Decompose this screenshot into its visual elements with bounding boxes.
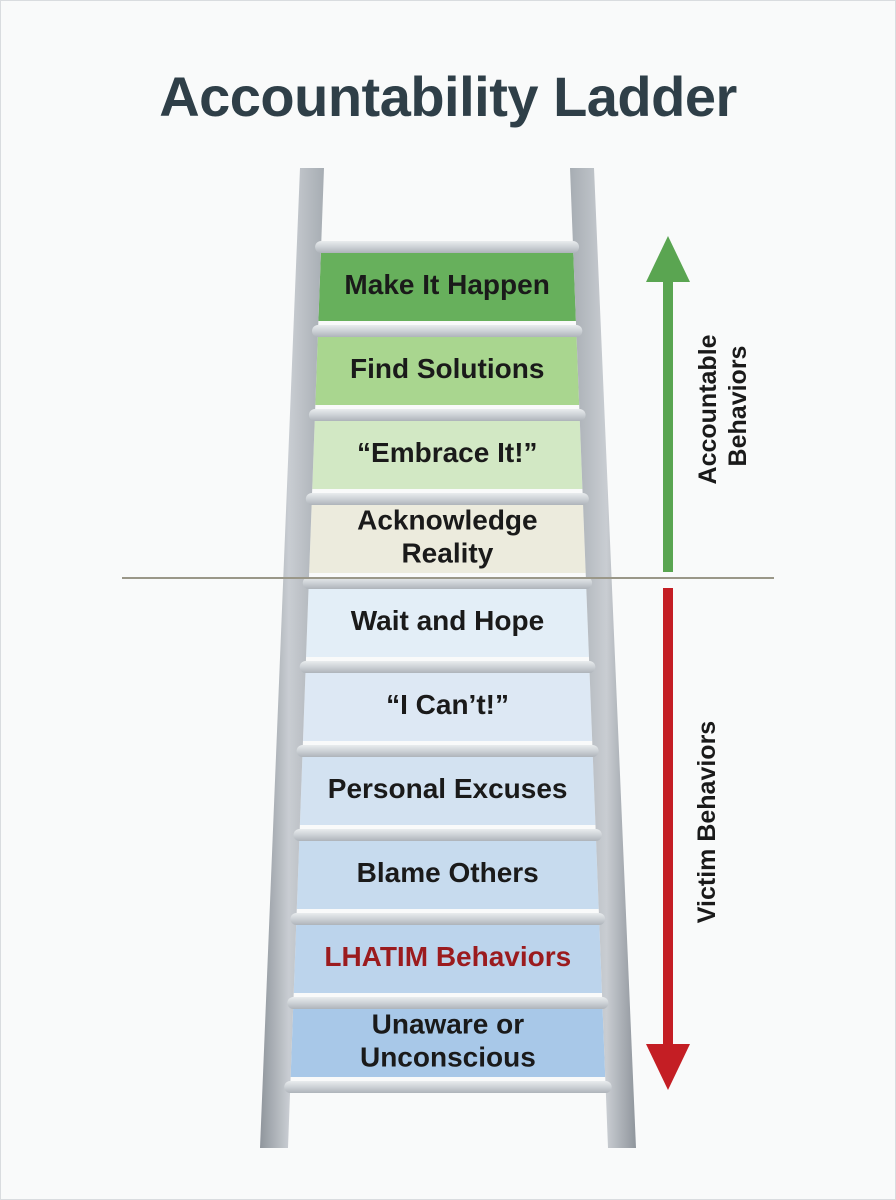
- rung-panel: [290, 1003, 606, 1077]
- rung-bar: [284, 1081, 612, 1093]
- rung-label-line: Acknowledge: [357, 505, 537, 536]
- rung-panel: [299, 751, 596, 825]
- rung-label: Make It Happen: [344, 269, 549, 300]
- accountable-arrow-head: [646, 236, 690, 282]
- rung-label-line: “Embrace It!”: [357, 437, 538, 468]
- rung-bar: [287, 997, 609, 1009]
- victim-arrow-shaft: [663, 588, 673, 1046]
- rung-label-line: Make It Happen: [344, 269, 549, 300]
- rung-label-line: Unconscious: [360, 1042, 536, 1073]
- rung-panels: [290, 247, 606, 1077]
- rung-label: Personal Excuses: [328, 773, 568, 804]
- rung-bar: [293, 829, 602, 841]
- rung-label-line: Unaware or: [372, 1009, 525, 1040]
- ladder-left-rail: [260, 168, 324, 1148]
- victim-arrow-head: [646, 1044, 690, 1090]
- rung-bar: [312, 325, 583, 337]
- rung-label-line: Find Solutions: [350, 353, 544, 384]
- accountable-behaviors-label: Accountable Behaviors: [694, 328, 752, 485]
- rung-panel: [293, 919, 602, 993]
- victim-behaviors-label: Victim Behaviors: [693, 721, 721, 923]
- ladder-right-rail: [570, 168, 636, 1148]
- rung-label: “Embrace It!”: [357, 437, 538, 468]
- rung-panel: [296, 835, 599, 909]
- rung-panel: [302, 667, 593, 741]
- rung-bar: [305, 493, 589, 505]
- rung-label: LHATIM Behaviors: [324, 941, 571, 972]
- victim-label-line: Victim Behaviors: [693, 721, 721, 923]
- rung-panel: [309, 499, 586, 573]
- rung-panel: [306, 583, 589, 657]
- rung-bar: [290, 913, 606, 925]
- rung-bars: [284, 241, 612, 1093]
- rung-bar: [299, 661, 596, 673]
- accountable-label-line: Behaviors: [724, 346, 752, 467]
- rung-label: Wait and Hope: [351, 605, 544, 636]
- rung-label-line: LHATIM Behaviors: [324, 941, 571, 972]
- accountable-arrow-shaft: [663, 280, 673, 572]
- rung-panel: [315, 331, 580, 405]
- rung-bar: [308, 409, 586, 421]
- rung-bar: [315, 241, 580, 253]
- rung-bar: [302, 577, 593, 589]
- accountable-label-line: Accountable: [694, 334, 722, 484]
- victim-arrow: [646, 588, 690, 1090]
- rung-label-line: Personal Excuses: [328, 773, 568, 804]
- rung-label-line: “I Can’t!”: [386, 689, 509, 720]
- rung-label-line: Wait and Hope: [351, 605, 544, 636]
- rung-label: Find Solutions: [350, 353, 544, 384]
- rung-label-line: Blame Others: [357, 857, 539, 888]
- rung-label-line: Reality: [401, 538, 493, 569]
- rung-label: “I Can’t!”: [386, 689, 509, 720]
- rung-bar: [296, 745, 599, 757]
- rung-panel: [318, 247, 576, 321]
- rung-panel: [312, 415, 583, 489]
- page-title: Accountability Ladder: [159, 65, 737, 128]
- rung-label: Blame Others: [357, 857, 539, 888]
- accountable-arrow: [646, 236, 690, 572]
